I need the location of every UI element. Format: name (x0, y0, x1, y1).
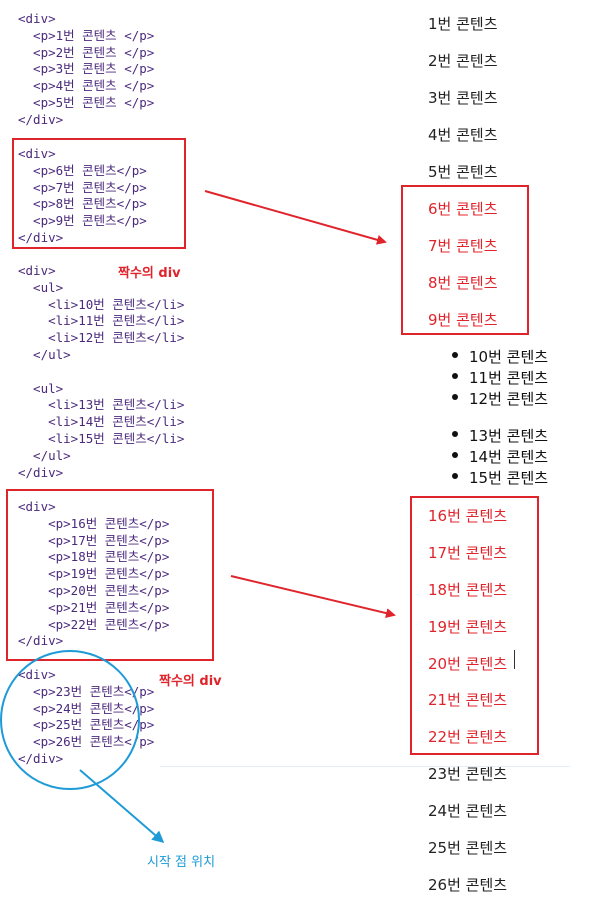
bullet-icon (452, 394, 458, 400)
output-item-highlighted: 21번 콘텐츠 (428, 691, 508, 709)
output-item: 2번 콘텐츠 (428, 52, 498, 70)
list-item: 12번 콘텐츠 (469, 390, 549, 408)
output-item-highlighted: 6번 콘텐츠 (428, 200, 498, 218)
output-item-highlighted: 8번 콘텐츠 (428, 274, 498, 292)
output-item: 3번 콘텐츠 (428, 89, 498, 107)
bullet-icon (452, 373, 458, 379)
output-item-highlighted: 9번 콘텐츠 (428, 311, 498, 329)
output-item-highlighted: 16번 콘텐츠 (428, 507, 508, 525)
code-block-5: <div> <p>23번 콘텐츠</p> <p>24번 콘텐츠</p> <p>2… (18, 667, 155, 766)
output-item-highlighted: 18번 콘텐츠 (428, 581, 508, 599)
list-item: 13번 콘텐츠 (469, 427, 549, 445)
highlight-box-code-div4 (6, 489, 214, 661)
output-item: 25번 콘텐츠 (428, 839, 508, 857)
output-item-highlighted: 7번 콘텐츠 (428, 237, 498, 255)
arrow-div4-to-output (230, 575, 396, 619)
output-item: 23번 콘텐츠 (428, 765, 508, 783)
code-block-3: <div> <ul> <li>10번 콘텐츠</li> <li>11번 콘텐츠<… (18, 263, 185, 480)
output-item-highlighted: 20번 콘텐츠 (428, 655, 508, 673)
list-item: 10번 콘텐츠 (469, 348, 549, 366)
output-item-highlighted: 22번 콘텐츠 (428, 728, 508, 746)
text-cursor (514, 650, 515, 669)
list-item: 15번 콘텐츠 (469, 469, 549, 487)
output-item-highlighted: 19번 콘텐츠 (428, 618, 508, 636)
even-div-label-2: 짝수의 div (159, 674, 222, 689)
output-item-highlighted: 17번 콘텐츠 (428, 544, 508, 562)
divider-line (160, 766, 570, 767)
code-block-2: <div> <p>6번 콘텐츠</p> <p>7번 콘텐츠</p> <p>8번 … (18, 146, 147, 245)
highlight-box-code-div2 (12, 138, 186, 249)
code-block-4: <div> <p>16번 콘텐츠</p> <p>17번 콘텐츠</p> <p>1… (18, 499, 170, 649)
bullet-icon (452, 452, 458, 458)
list-item: 11번 콘텐츠 (469, 369, 549, 387)
start-point-circle (0, 650, 140, 790)
even-div-label-1: 짝수의 div (118, 266, 181, 281)
output-item: 1번 콘텐츠 (428, 15, 498, 33)
start-point-label: 시작 점 위치 (147, 855, 216, 870)
bullet-icon (452, 431, 458, 437)
bullet-icon (452, 352, 458, 358)
arrow-div2-to-output (204, 190, 387, 245)
highlight-box-output-group4 (410, 496, 539, 755)
arrow-start-point (79, 769, 165, 843)
list-item: 14번 콘텐츠 (469, 448, 549, 466)
output-item: 5번 콘텐츠 (428, 163, 498, 181)
output-item: 24번 콘텐츠 (428, 802, 508, 820)
bullet-icon (452, 473, 458, 479)
code-block-1: <div> <p>1번 콘텐츠 </p> <p>2번 콘텐츠 </p> <p>3… (18, 11, 155, 127)
highlight-box-output-group2 (401, 185, 529, 335)
output-item: 26번 콘텐츠 (428, 876, 508, 894)
output-item: 4번 콘텐츠 (428, 126, 498, 144)
